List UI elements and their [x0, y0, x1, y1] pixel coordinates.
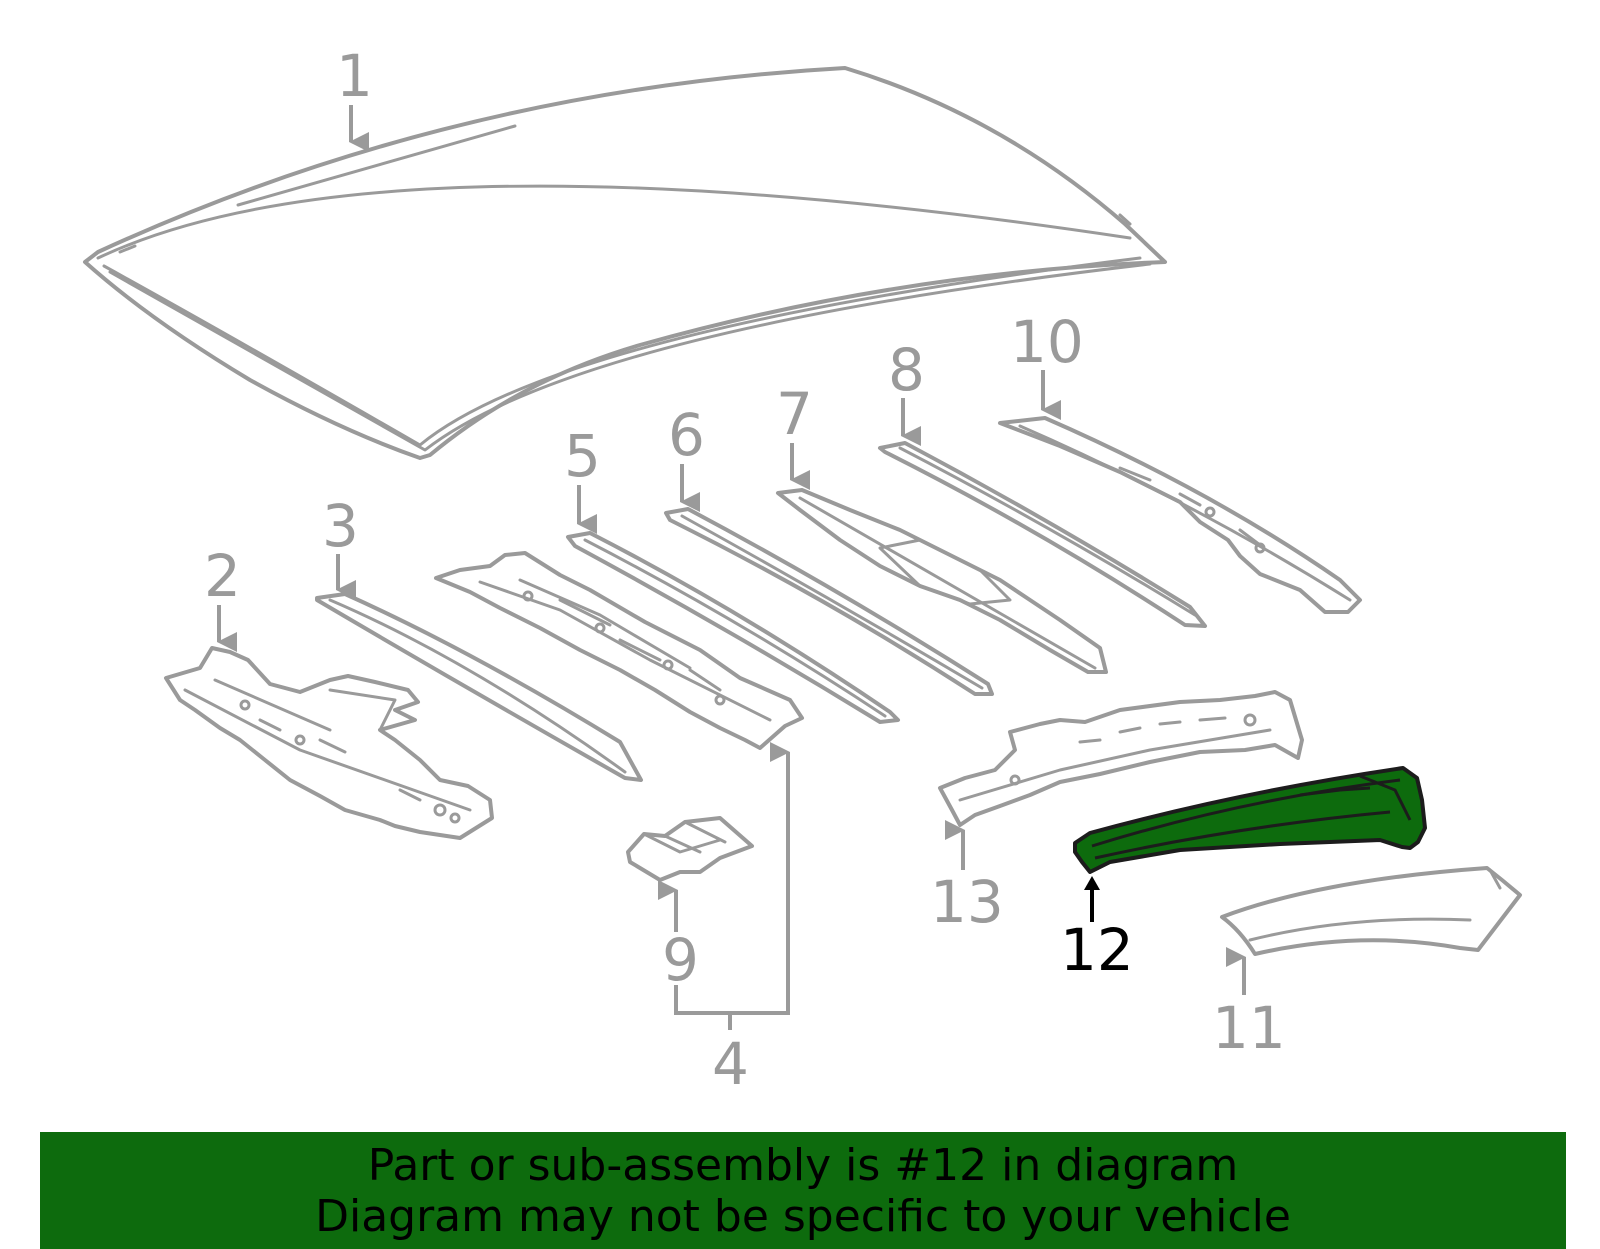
callout-1: 1	[336, 42, 373, 110]
leader-lines	[217, 105, 1246, 1030]
callout-4: 4	[712, 1030, 749, 1098]
part-8-roof-bow[interactable]	[878, 441, 1207, 628]
callout-8: 8	[888, 336, 925, 404]
callout-labels: 1 2 3 4 5 6 7 8 9 10 11 12 13	[204, 42, 1286, 1098]
callout-12: 12	[1060, 916, 1134, 984]
callout-11: 11	[1212, 994, 1286, 1062]
part-7-roof-bow[interactable]	[776, 488, 1108, 674]
part-12-highlighted-panel[interactable]	[1073, 766, 1427, 874]
callout-10: 10	[1010, 308, 1084, 376]
callout-9: 9	[662, 926, 699, 994]
part-1-roof-panel[interactable]	[83, 66, 1167, 460]
callout-6: 6	[668, 401, 705, 469]
part-4-roof-reinforcement[interactable]	[434, 551, 804, 750]
part-5-roof-bow[interactable]	[566, 531, 900, 724]
info-banner: Part or sub-assembly is #12 in diagram D…	[40, 1132, 1566, 1249]
part-6-roof-bow[interactable]	[664, 507, 994, 696]
callout-13: 13	[930, 868, 1004, 936]
part-2-front-header[interactable]	[164, 646, 494, 840]
part-10-rear-header[interactable]	[998, 416, 1362, 614]
banner-line-2: Diagram may not be specific to your vehi…	[315, 1191, 1291, 1242]
part-9-bracket[interactable]	[626, 816, 754, 882]
part-13-side-rail[interactable]	[938, 690, 1304, 827]
part-3-roof-bow[interactable]	[315, 592, 643, 782]
part-11-windshield-header-trim[interactable]	[1220, 866, 1522, 956]
banner-line-1: Part or sub-assembly is #12 in diagram	[367, 1140, 1239, 1191]
callout-7: 7	[776, 380, 813, 448]
callout-2: 2	[204, 542, 241, 610]
callout-5: 5	[564, 422, 601, 490]
callout-3: 3	[322, 492, 359, 560]
